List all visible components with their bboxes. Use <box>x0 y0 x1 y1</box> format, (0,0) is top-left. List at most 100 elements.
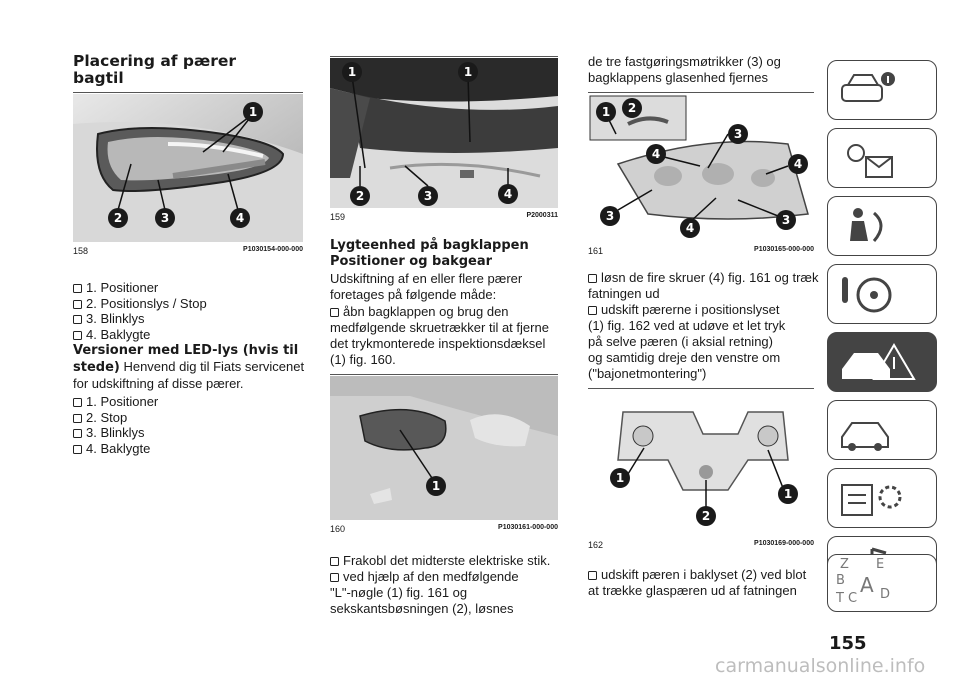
checkbox-bullet-icon <box>73 284 82 293</box>
list-item: 4. Baklygte <box>73 441 303 457</box>
figure-158-taillight: 1 2 3 4 <box>73 94 303 242</box>
fig161-top-rule <box>588 92 814 93</box>
led-section-text: stede) Henvend dig til Fiats servicenet <box>73 359 305 375</box>
index-icon: Z E B A C T D <box>836 557 891 606</box>
fig160-top-rule <box>330 374 558 375</box>
list-item: 1. Positioner <box>73 394 303 410</box>
checkbox-bullet-icon <box>330 573 339 582</box>
section-title: Placering af pærer bagtil <box>73 53 303 87</box>
section-title-line2: bagtil <box>73 69 124 87</box>
step-2: Frakobl det midterste elektriske stik. <box>330 553 564 569</box>
fig158-number: 158 <box>73 246 89 256</box>
fig158-code: P1030154-000-000 <box>243 246 303 253</box>
led-section-heading: Versioner med LED-lys (hvis til <box>73 343 299 358</box>
fig158-callout-3: 3 <box>155 208 175 228</box>
list-item: 4. Baklygte <box>73 327 303 343</box>
figure-159-tailgate: 1 1 2 3 4 <box>330 58 558 208</box>
figure-161-glass-unit: 1 2 3 4 4 3 4 3 <box>588 94 814 242</box>
tab-warning-lights[interactable] <box>827 128 937 188</box>
tab-safety[interactable] <box>827 196 937 256</box>
fig159-callout-2: 2 <box>350 186 370 206</box>
checkbox-bullet-icon <box>73 315 82 324</box>
tab-technical-data[interactable] <box>827 468 937 528</box>
checkbox-bullet-icon <box>73 330 82 340</box>
fig159-callout-3: 3 <box>418 186 438 206</box>
car-info-icon <box>841 72 895 102</box>
fig161-callout-2: 2 <box>622 98 642 118</box>
fig158-callout-1: 1 <box>243 102 263 122</box>
step-3: ved hjælp af den medfølgende "L"-nøgle (… <box>330 569 519 616</box>
technical-data-icon <box>841 484 902 516</box>
checkbox-bullet-icon <box>588 274 597 283</box>
fig162-callout-2: 2 <box>696 506 716 526</box>
bulb-list-2: 1. Positioner 2. Stop 3. Blinklys 4. Bak… <box>73 394 303 456</box>
checkbox-bullet-icon <box>73 299 82 309</box>
tab-index[interactable]: Z E B A C T D <box>827 554 937 612</box>
fig161-callout-4b: 4 <box>788 154 808 174</box>
fig158-caption: 158 P1030154-000-000 <box>73 246 303 256</box>
fig161-callout-4a: 4 <box>646 144 666 164</box>
fig159-callout-4: 4 <box>498 184 518 204</box>
fig161-code: P1030165-000-000 <box>754 246 814 253</box>
tab-maintenance[interactable] <box>827 400 937 460</box>
fig162-code: P1030169-000-000 <box>754 540 814 547</box>
fig159-callout-1b: 1 <box>458 62 478 82</box>
tab-starting-driving[interactable] <box>827 264 937 324</box>
warning-lights-icon <box>847 144 893 178</box>
fig159-code: P2000311 <box>526 212 558 219</box>
tailgate-illustration <box>330 58 558 208</box>
fig162-caption: 162 P1030169-000-000 <box>588 540 814 550</box>
starting-driving-icon <box>842 277 892 313</box>
figure-162-bulb-holder: 1 1 2 <box>588 390 814 536</box>
fig159-callout-1a: 1 <box>342 62 362 82</box>
fig161-callout-3a: 3 <box>728 124 748 144</box>
list-item: 3. Blinklys <box>73 311 303 327</box>
fig159-caption: 159 P2000311 <box>330 212 558 222</box>
safety-airbag-icon <box>850 208 883 242</box>
fig162-number: 162 <box>588 540 604 550</box>
fig161-callout-4c: 4 <box>680 218 700 238</box>
watermark: carmanualsonline.info <box>715 655 926 677</box>
list-item: 2. Positionslys / Stop <box>73 296 303 312</box>
fig160-code: P1030161-000-000 <box>498 524 558 531</box>
step-1: åbn bagklappen og brug den medfølgende s… <box>330 304 549 367</box>
fig160-number: 160 <box>330 524 346 534</box>
checkbox-bullet-icon <box>73 413 82 423</box>
list-item: 3. Blinklys <box>73 425 303 441</box>
checkbox-bullet-icon <box>73 398 82 407</box>
fig158-callout-2: 2 <box>108 208 128 228</box>
led-versions-section: Versioner med LED-lys (hvis til stede) H… <box>73 343 305 392</box>
fig161-callout-3c: 3 <box>776 210 796 230</box>
step-6: udskift pæren i baklyset (2) ved blot at… <box>588 567 807 598</box>
tab-car-info[interactable] <box>827 60 937 120</box>
fig160-caption: 160 P1030161-000-000 <box>330 524 558 534</box>
figure-160-inspection-cover: 1 <box>330 376 558 520</box>
tab-emergency[interactable] <box>827 332 937 392</box>
fig161-callout-3b: 3 <box>600 206 620 226</box>
checkbox-bullet-icon <box>73 444 82 454</box>
led-section-text-line2: for udskiftning af disse pærer. <box>73 376 244 391</box>
fig160-callout-1: 1 <box>426 476 446 496</box>
intro-text: Udskiftning af en eller flere pærer fore… <box>330 271 523 302</box>
section-title-line1: Placering af pærer <box>73 52 237 70</box>
step-4: løsn de fire skruer (4) fig. 161 og træk… <box>588 270 819 301</box>
fig159-number: 159 <box>330 212 346 222</box>
fig158-top-rule <box>73 92 303 93</box>
list-item: 1. Positioner <box>73 280 303 296</box>
list-item: 2. Stop <box>73 410 303 426</box>
checkbox-bullet-icon <box>330 557 339 566</box>
col3-intro: de tre fastgøringsmøtrikker (3) og bagkl… <box>588 54 781 85</box>
fig159-top-rule <box>330 56 558 57</box>
fig161-callout-1: 1 <box>596 102 616 122</box>
fig158-callout-4: 4 <box>230 208 250 228</box>
inspection-cover-illustration <box>330 376 558 520</box>
maintenance-icon <box>841 422 889 451</box>
fig162-callout-1a: 1 <box>610 468 630 488</box>
checkbox-bullet-icon <box>588 571 597 580</box>
checkbox-bullet-icon <box>73 429 82 438</box>
page-number: 155 <box>829 633 867 654</box>
emergency-icon <box>842 343 916 380</box>
step-5: udskift pærerne i positionslyset (1) fig… <box>588 302 786 381</box>
fig162-callout-1b: 1 <box>778 484 798 504</box>
bulb-holder-illustration <box>617 411 789 508</box>
